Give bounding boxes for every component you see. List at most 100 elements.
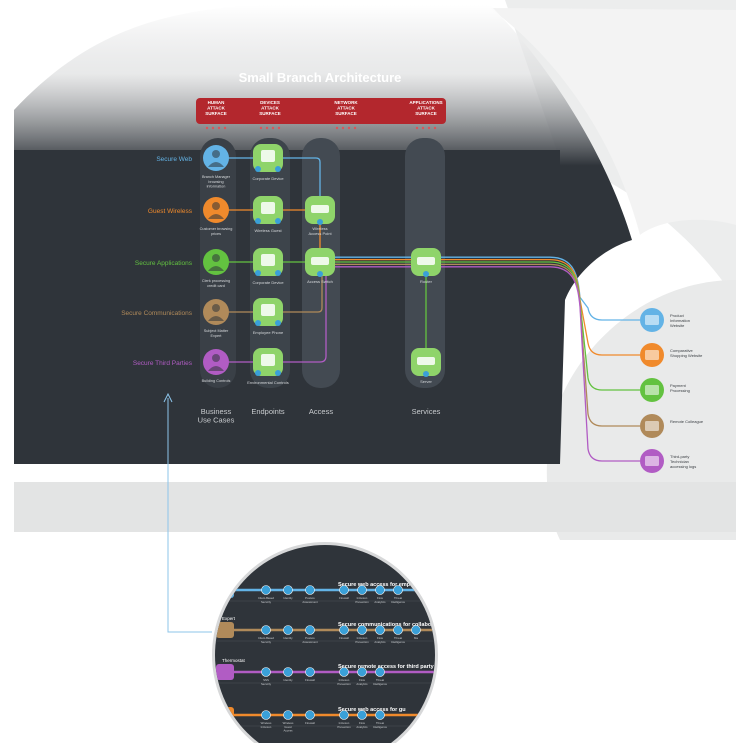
zoom-step-icon xyxy=(393,585,403,595)
attack-surface-banner xyxy=(196,98,446,124)
destination-icon xyxy=(645,421,659,431)
router-label: Router xyxy=(420,279,433,284)
zoom-step-icon xyxy=(261,625,271,635)
surface-dot xyxy=(415,126,419,130)
zoom-step-label: Firewall xyxy=(339,596,349,600)
zoom-step-icon xyxy=(283,710,293,720)
zoom-step-icon xyxy=(339,585,349,595)
zoom-step-icon xyxy=(305,667,315,677)
person-label: Building Controls xyxy=(202,379,231,383)
zoom-step-icon xyxy=(411,625,421,635)
lower-band xyxy=(14,482,736,532)
zoom-row-title: Secure web access for gu xyxy=(338,707,406,713)
zoom-step-icon xyxy=(357,625,367,635)
destination-icon xyxy=(645,315,659,325)
surface-dot xyxy=(217,126,221,130)
zoom-step-label: Identity xyxy=(283,636,293,640)
device-badge xyxy=(423,271,429,277)
zoom-step-label: Firewall xyxy=(339,534,349,538)
right-disc xyxy=(546,280,736,540)
zoom-step-label: Firewall xyxy=(305,678,315,682)
zoom-step-icon xyxy=(375,585,385,595)
person-body-icon xyxy=(208,366,224,371)
business-case-label: Secure Third Parties xyxy=(133,360,193,367)
surface-dot xyxy=(211,126,215,130)
surface-dot xyxy=(421,126,425,130)
endpoint-badge xyxy=(275,166,281,172)
endpoint-badge xyxy=(275,320,281,326)
zoom-step-icon xyxy=(261,667,271,677)
person-body-icon xyxy=(208,266,224,271)
person-head-icon xyxy=(212,254,220,262)
zoom-step-icon xyxy=(393,625,403,635)
endpoint-badge xyxy=(275,270,281,276)
destination-label: Remote Colleague xyxy=(670,419,704,424)
destination-icon xyxy=(645,456,659,466)
endpoint-label: Environmental Controls xyxy=(247,380,289,385)
flow-to-destination xyxy=(330,266,640,462)
zoom-step-icon xyxy=(375,667,385,677)
device-icon xyxy=(261,304,275,316)
device-icon xyxy=(261,254,275,266)
surface-dot xyxy=(347,126,351,130)
page-title: Small Branch Architecture xyxy=(239,70,402,85)
zoom-step-icon xyxy=(261,585,271,595)
zoom-row-title: Secure remote access for third party xyxy=(338,664,435,670)
surface-dot xyxy=(433,126,437,130)
access-switch-label: Access Switch xyxy=(307,279,333,284)
zoom-step-icon xyxy=(339,710,349,720)
surface-dot xyxy=(223,126,227,130)
endpoint-badge xyxy=(255,320,261,326)
surface-dot xyxy=(341,126,345,130)
zoom-step-icon xyxy=(305,710,315,720)
endpoint-badge xyxy=(275,370,281,376)
destination-icon xyxy=(645,350,659,360)
access-switch-icon xyxy=(311,257,329,265)
endpoint-badge xyxy=(255,166,261,172)
device-icon xyxy=(261,202,275,214)
endpoint-badge xyxy=(255,370,261,376)
zoom-step-icon xyxy=(261,710,271,720)
zoom-step-icon xyxy=(375,625,385,635)
zoom-step-icon xyxy=(305,585,315,595)
destination-icon xyxy=(645,385,659,395)
endpoint-badge xyxy=(275,218,281,224)
surface-dot xyxy=(427,126,431,130)
zoom-row-start-tile xyxy=(216,622,234,638)
zoom-content: Secure appClient-BasedSecurityIdentityPo… xyxy=(215,534,435,733)
column-label: Endpoints xyxy=(251,407,285,416)
person-body-icon xyxy=(208,162,224,167)
callout-arrow xyxy=(163,392,173,403)
surface-dot xyxy=(205,126,209,130)
zoom-step-icon xyxy=(375,710,385,720)
zoom-step-icon xyxy=(357,710,367,720)
router-icon xyxy=(417,257,435,265)
outer-ring-band xyxy=(490,8,736,235)
endpoint-label: Corporate Device xyxy=(252,280,284,285)
zoom-row-tag: Thermostat xyxy=(222,658,246,663)
